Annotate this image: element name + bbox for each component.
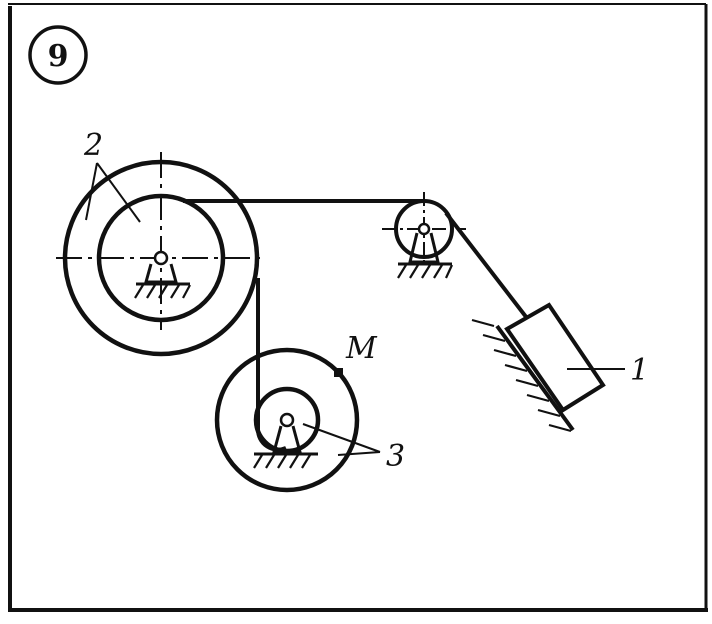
point-m-marker	[334, 368, 343, 377]
guide-pulley	[382, 192, 466, 279]
label-2-leaders	[85, 162, 141, 223]
label-body-1: 1	[630, 353, 649, 388]
label-body-3: 3	[386, 439, 405, 474]
body-3-double-pulley	[214, 347, 381, 493]
label-body-2: 2	[83, 128, 103, 163]
figure-number: 9	[48, 39, 69, 74]
body-2-double-pulley	[56, 152, 266, 357]
rope-inclined	[444, 211, 542, 337]
frame	[8, 3, 708, 612]
figure-number-badge: 9	[28, 25, 88, 85]
body-1-block	[471, 302, 625, 433]
label-point-m: M	[345, 331, 378, 366]
